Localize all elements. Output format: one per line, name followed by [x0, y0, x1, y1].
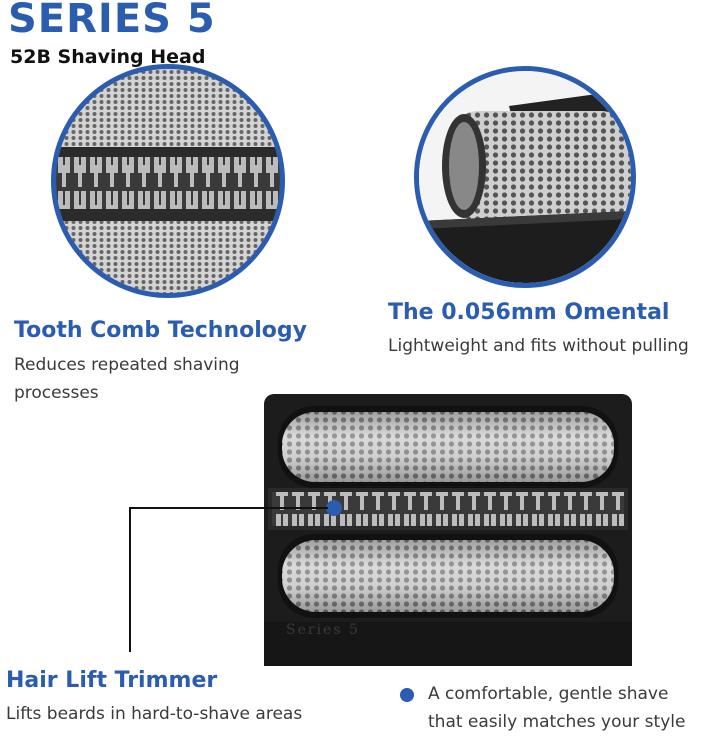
model-subtitle: 52B Shaving Head — [10, 46, 206, 68]
tooth-comb-desc-line1: Reduces repeated shaving — [14, 355, 240, 375]
frame-brand-text: Series 5 — [286, 622, 360, 638]
tooth-comb-title: Tooth Comb Technology — [14, 318, 307, 343]
series-title: SERIES 5 — [8, 0, 216, 42]
omental-desc: Lightweight and fits without pulling — [388, 336, 689, 356]
tooth-comb-desc-line2: processes — [14, 383, 99, 403]
foil-closeup-image — [414, 66, 636, 288]
hair-lift-title: Hair Lift Trimmer — [6, 668, 218, 693]
omental-title: The 0.056mm Omental — [388, 300, 670, 325]
comfort-line2: that easily matches your style — [428, 712, 686, 732]
bullet-dot-icon — [400, 688, 414, 702]
comfort-line1: A comfortable, gentle shave — [428, 684, 669, 704]
shaving-head-image: Series 5 — [258, 392, 638, 668]
hair-lift-desc: Lifts beards in hard-to-shave areas — [6, 704, 303, 724]
